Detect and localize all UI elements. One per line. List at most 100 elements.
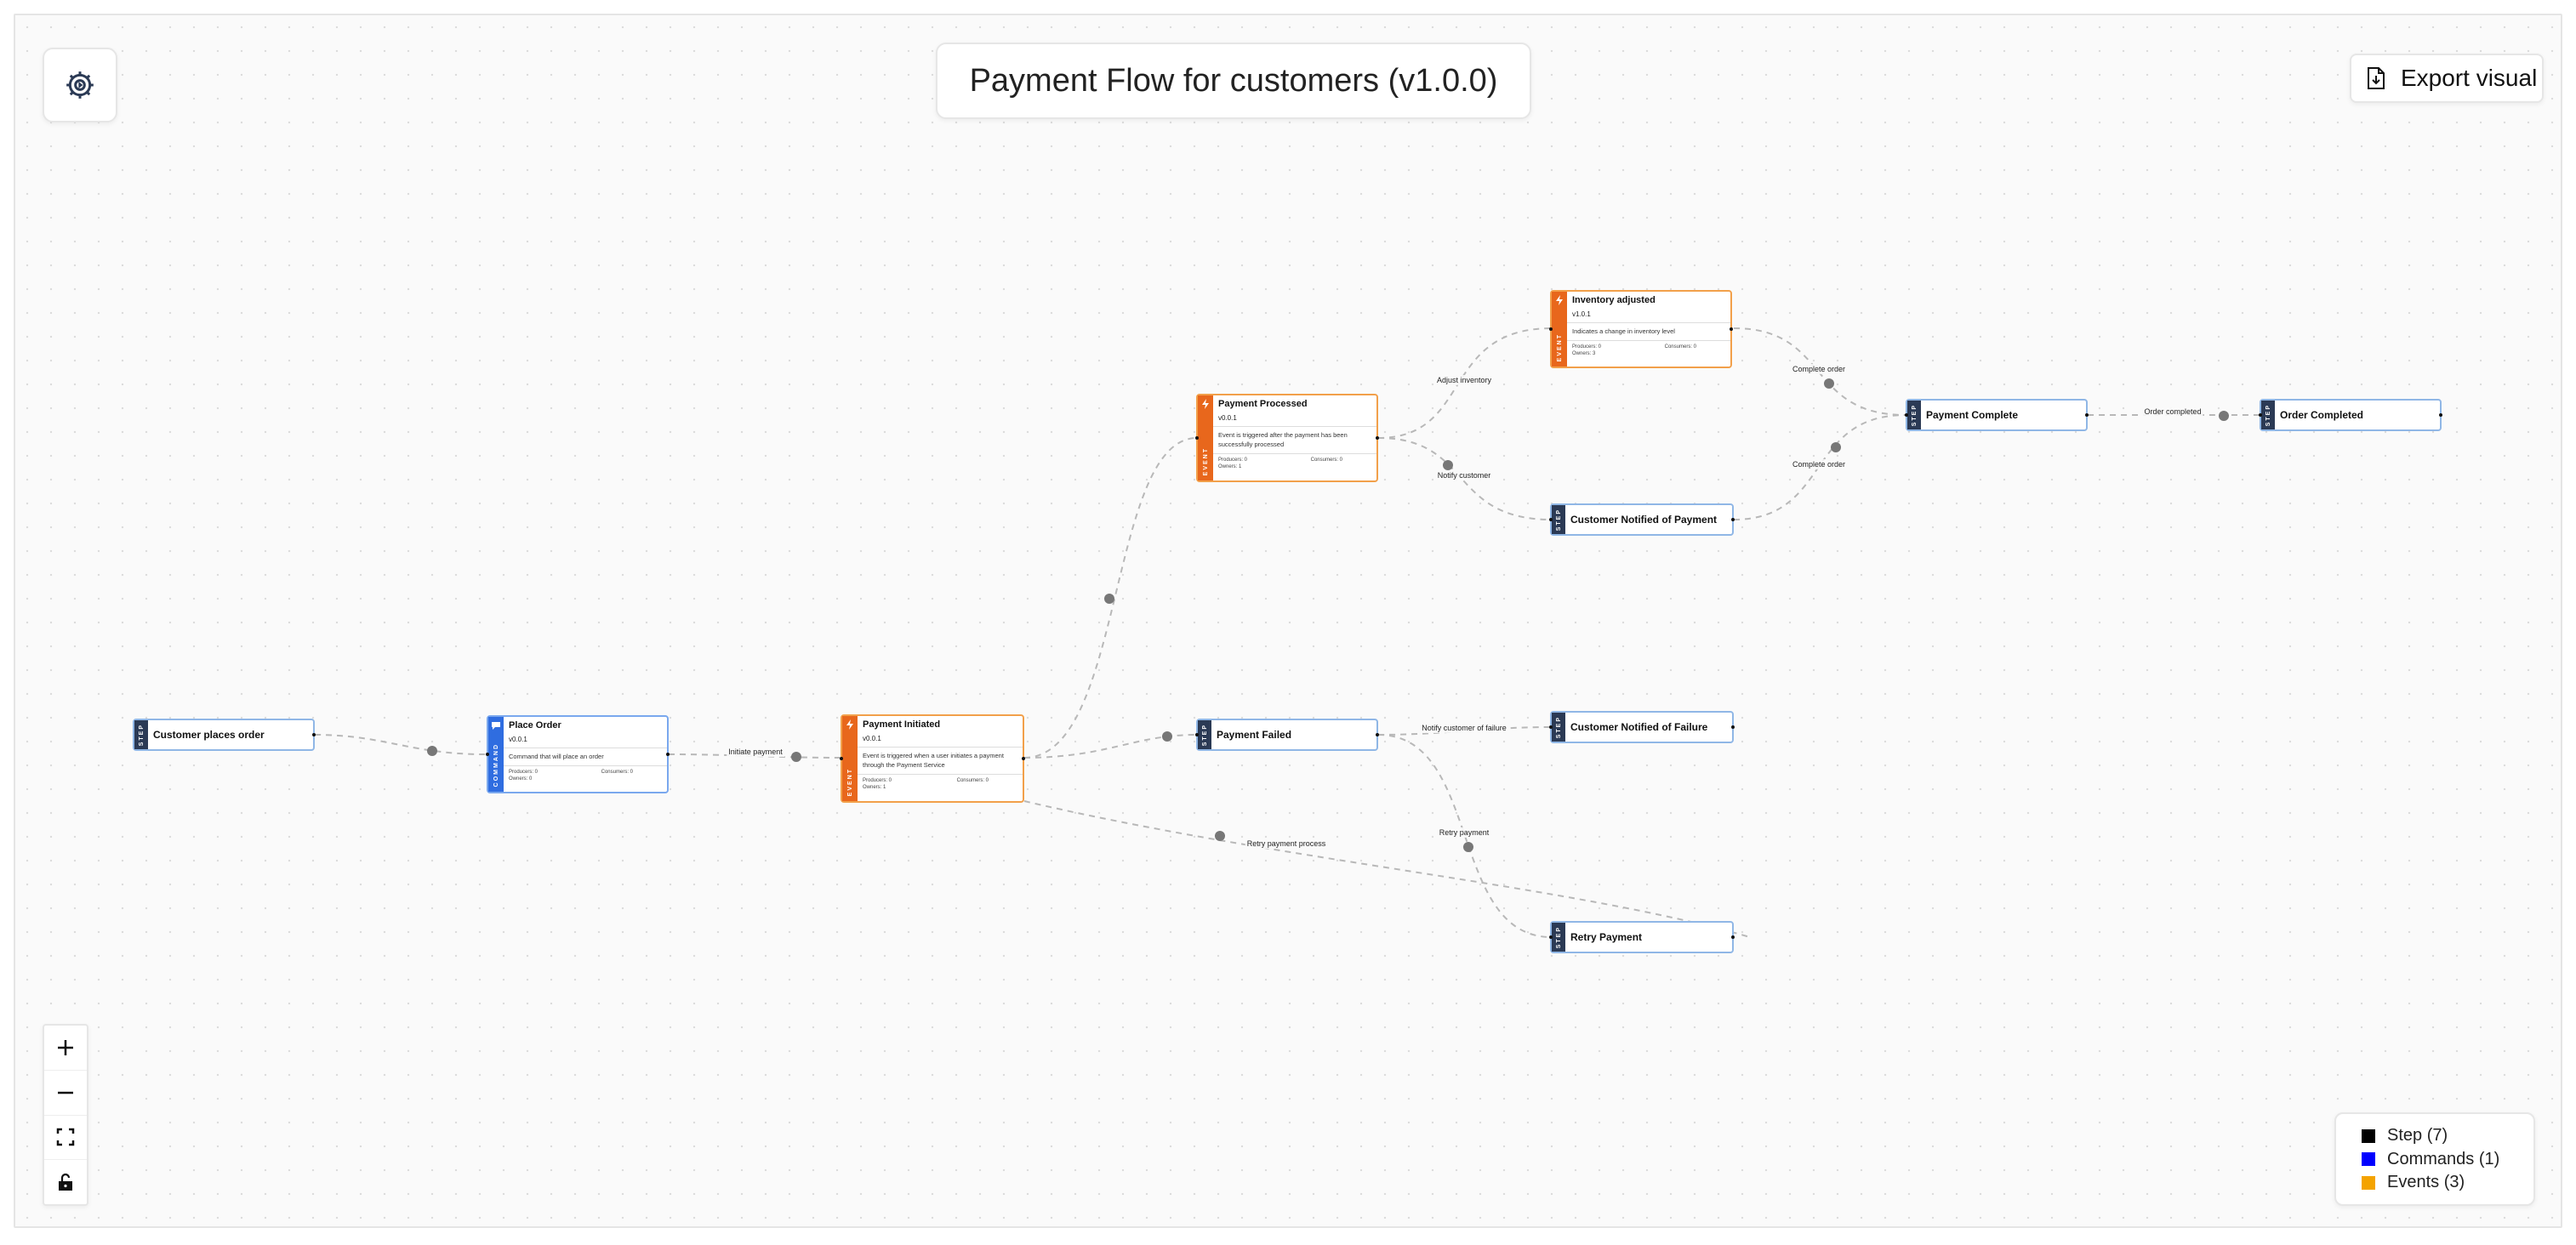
edge-label-order-completed: Order completed <box>2142 406 2203 417</box>
consumers-count: Consumers: 0 <box>601 770 633 775</box>
node-handle-right[interactable] <box>1376 436 1379 440</box>
fit-view-button[interactable] <box>44 1116 87 1161</box>
node-handle-left[interactable] <box>1549 518 1553 521</box>
legend-item-events[interactable]: Events (3) <box>2362 1173 2508 1192</box>
consumers-count: Consumers: 0 <box>1664 344 1696 350</box>
edge-dot <box>1463 842 1473 852</box>
step-strip: STEP <box>1907 401 1921 429</box>
node-description: Command that will place an order <box>509 753 604 760</box>
node-handle-right[interactable] <box>2085 413 2089 417</box>
edge-dot <box>1215 831 1225 841</box>
node-body: Payment Initiated v0.0.1 Event is trigge… <box>858 719 1023 801</box>
node-meta: Producers: 0 Consumers: 0 <box>509 770 664 775</box>
minus-icon <box>58 1091 73 1094</box>
node-title: Customer places order <box>153 729 265 741</box>
divider <box>1567 340 1730 341</box>
node-handle-left[interactable] <box>1549 935 1553 939</box>
bolt-icon <box>1556 295 1563 305</box>
message-icon <box>492 722 500 730</box>
step-node-customer-notified-payment[interactable]: STEP Customer Notified of Payment <box>1549 503 1735 536</box>
export-visual-label: Export visual <box>2401 65 2538 91</box>
zoom-controls <box>43 1024 88 1206</box>
node-meta: Producers: 0 Consumers: 0 <box>1218 458 1373 463</box>
node-handle-left[interactable] <box>1195 436 1199 440</box>
node-handle-right[interactable] <box>312 733 316 736</box>
node-title: Retry Payment <box>1570 931 1643 943</box>
flow-canvas[interactable]: Initiate payment Adjust inventory Notify… <box>14 14 2562 1228</box>
edge-dot <box>1831 442 1841 452</box>
divider <box>504 765 667 766</box>
consumers-count: Consumers: 0 <box>1310 458 1342 463</box>
step-node-payment-failed[interactable]: STEP Payment Failed <box>1195 719 1379 751</box>
producers-count: Producers: 0 <box>1218 458 1248 463</box>
producers-count: Producers: 0 <box>509 770 539 775</box>
edge-failed-to-notified-failure <box>1377 726 1553 736</box>
node-handle-right[interactable] <box>1376 733 1379 736</box>
step-node-customer-notified-failure[interactable]: STEP Customer Notified of Failure <box>1549 711 1735 743</box>
edge-payment-initiated-to-failed <box>1023 734 1198 759</box>
event-node-payment-initiated[interactable]: EVENT Payment Initiated v0.0.1 Event is … <box>840 714 1025 803</box>
event-strip: EVENT <box>1552 292 1567 367</box>
step-node-customer-places-order[interactable]: STEP Customer places order <box>133 719 316 751</box>
plus-icon <box>58 1039 73 1055</box>
node-description: Event is triggered after the payment has… <box>1218 431 1348 448</box>
node-handle-left[interactable] <box>486 753 489 756</box>
edge-payment-initiated-to-retry <box>1023 800 1751 938</box>
node-version: v0.0.1 <box>1218 414 1237 422</box>
step-strip: STEP <box>2261 401 2275 429</box>
node-version: v0.0.1 <box>863 735 881 742</box>
event-strip: EVENT <box>842 716 858 801</box>
node-title: Payment Processed <box>1218 399 1308 409</box>
zoom-out-button[interactable] <box>44 1071 87 1116</box>
export-visual-button[interactable]: Export visual <box>2350 54 2544 103</box>
node-handle-right[interactable] <box>2439 413 2442 417</box>
node-handle-right[interactable] <box>1731 725 1735 729</box>
node-handle-right[interactable] <box>666 753 670 756</box>
edge-dot <box>2219 411 2229 421</box>
edge-inventory-to-complete <box>1733 327 1906 416</box>
edge-payment-initiated-to-processed <box>1023 437 1198 759</box>
legend-item-step[interactable]: Step (7) <box>2362 1126 2508 1146</box>
step-node-payment-complete[interactable]: STEP Payment Complete <box>1905 399 2089 431</box>
node-title: Customer Notified of Failure <box>1570 721 1708 733</box>
node-handle-right[interactable] <box>1731 518 1735 521</box>
node-version: v1.0.1 <box>1572 310 1591 318</box>
node-handle-left[interactable] <box>840 757 843 760</box>
step-strip: STEP <box>1552 505 1565 534</box>
node-handle-right[interactable] <box>1730 327 1733 331</box>
node-handle-left[interactable] <box>1195 733 1199 736</box>
command-node-place-order[interactable]: COMMAND Place Order v0.0.1 Command that … <box>486 715 670 793</box>
file-download-icon <box>2368 67 2385 89</box>
node-title: Order Completed <box>2280 409 2364 421</box>
node-title: Inventory adjusted <box>1572 295 1656 305</box>
step-strip: STEP <box>134 720 148 749</box>
edge-dot <box>1162 731 1172 742</box>
owners-count: Owners: 3 <box>1572 351 1596 356</box>
gear-icon <box>66 71 94 99</box>
zoom-in-button[interactable] <box>44 1026 87 1071</box>
edge-label-notify-failure: Notify customer of failure <box>1420 723 1508 733</box>
node-handle-right[interactable] <box>1731 935 1735 939</box>
step-node-order-completed[interactable]: STEP Order Completed <box>2259 399 2442 431</box>
event-node-payment-processed[interactable]: EVENT Payment Processed v0.0.1 Event is … <box>1195 394 1379 482</box>
node-handle-left[interactable] <box>1549 725 1553 729</box>
legend-swatch <box>2362 1128 2375 1143</box>
node-handle-right[interactable] <box>1022 757 1025 760</box>
event-node-inventory-adjusted[interactable]: EVENT Inventory adjusted v1.0.1 Indicate… <box>1549 290 1733 368</box>
command-strip: COMMAND <box>488 717 504 792</box>
step-node-retry-payment[interactable]: STEP Retry Payment <box>1549 921 1735 953</box>
lock-toggle-button[interactable] <box>44 1160 87 1204</box>
event-strip: EVENT <box>1198 395 1213 480</box>
divider <box>858 774 1023 775</box>
node-handle-left[interactable] <box>2259 413 2262 417</box>
divider <box>1213 453 1376 454</box>
edge-dot <box>1824 378 1834 389</box>
node-handle-left[interactable] <box>1905 413 1908 417</box>
settings-button[interactable] <box>43 48 117 122</box>
divider <box>1213 426 1376 427</box>
node-handle-left[interactable] <box>1549 327 1553 331</box>
step-strip: STEP <box>1198 720 1211 749</box>
edge-label-initiate-payment: Initiate payment <box>727 747 784 757</box>
fit-view-icon <box>56 1128 75 1146</box>
legend-item-commands[interactable]: Commands (1) <box>2362 1150 2508 1169</box>
